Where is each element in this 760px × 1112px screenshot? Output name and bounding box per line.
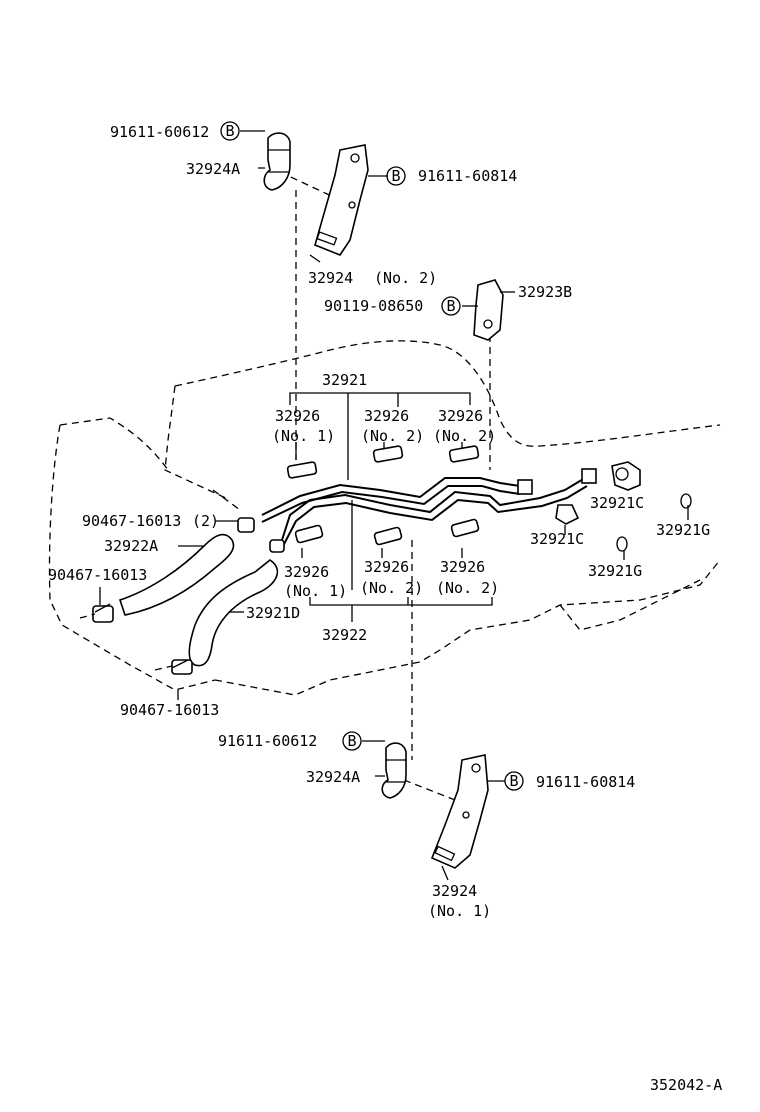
label-32926-c-sub: (No. 2) — [433, 427, 496, 445]
label-32923B: 32923B — [518, 283, 572, 301]
oil-cooler-tubes — [261, 468, 597, 549]
label-32926-f-sub: (No. 2) — [436, 579, 499, 597]
bolt-marker-top-left: B — [220, 121, 240, 141]
label-90467-16013-left: 90467-16013 — [48, 566, 147, 584]
label-32926-b: 32926 — [364, 407, 409, 425]
label-32926-d-sub: (No. 1) — [284, 582, 347, 600]
diagram-id: 352042-A — [650, 1076, 722, 1094]
hose-32921D — [154, 559, 279, 675]
bracket-32924-no1 — [430, 754, 489, 869]
label-32924-no2: 32924 — [308, 269, 353, 287]
label-32921C-a: 32921C — [590, 494, 644, 512]
label-32921: 32921 — [322, 371, 367, 389]
bracket-32923B — [473, 279, 504, 341]
label-32926-b-sub: (No. 2) — [361, 427, 424, 445]
label-32922: 32922 — [322, 626, 367, 644]
svg-text:B: B — [225, 122, 234, 140]
label-32924-no2-sub: (No. 2) — [374, 269, 437, 287]
label-32926-c: 32926 — [438, 407, 483, 425]
o-rings-32921G — [616, 493, 692, 552]
label-91611-60612-bottom: 91611-60612 — [218, 732, 317, 750]
label-32924-no1-sub: (No. 1) — [428, 902, 491, 920]
part-labels: 91611-60612 32924A 91611-60814 32924 (No… — [48, 123, 722, 1094]
bolt-marker-bottom-right: B — [504, 771, 524, 791]
hose-clips-90467-16013 — [94, 517, 285, 669]
svg-text:B: B — [347, 732, 356, 750]
label-90467-16013-bottom: 90467-16013 — [120, 701, 219, 719]
label-91611-60814-top: 91611-60814 — [418, 167, 517, 185]
bolt-marker-mid: B — [441, 296, 461, 316]
label-32926-a: 32926 — [275, 407, 320, 425]
cushions-32926-bottom — [294, 518, 480, 546]
svg-text:B: B — [509, 772, 518, 790]
label-32921G-a: 32921G — [656, 521, 710, 539]
leader-lines — [99, 130, 689, 881]
svg-text:B: B — [391, 167, 400, 185]
label-32926-e: 32926 — [364, 558, 409, 576]
label-32926-e-sub: (No. 2) — [360, 579, 423, 597]
label-32926-f: 32926 — [440, 558, 485, 576]
label-32921G-b: 32921G — [588, 562, 642, 580]
bolt-marker-top-right: B — [386, 166, 406, 186]
label-qty-2: (2) — [192, 512, 219, 530]
label-32926-a-sub: (No. 1) — [272, 427, 335, 445]
union-fittings-32921C — [555, 461, 641, 525]
label-32924A-bottom: 32924A — [306, 768, 360, 786]
alignment-lines — [212, 171, 491, 801]
transmission-housing-outline — [48, 340, 721, 696]
label-32924A-top: 32924A — [186, 160, 240, 178]
label-32922A: 32922A — [104, 537, 158, 555]
label-90467-16013-2: 90467-16013 — [82, 512, 181, 530]
label-32921C-b: 32921C — [530, 530, 584, 548]
label-91611-60612-top: 91611-60612 — [110, 123, 209, 141]
label-32921D: 32921D — [246, 604, 300, 622]
cushions-32926-top — [286, 445, 480, 479]
clamp-32924A-top — [263, 132, 291, 191]
label-32924-no1: 32924 — [432, 882, 477, 900]
label-91611-60814-bottom: 91611-60814 — [536, 773, 635, 791]
bolt-marker-bottom-left: B — [342, 731, 362, 751]
bracket-32924-no2 — [314, 144, 369, 256]
clamp-32924A-bottom — [381, 742, 407, 799]
label-32926-d: 32926 — [284, 563, 329, 581]
label-90119-08650: 90119-08650 — [324, 297, 423, 315]
bolt-markers: B B B B B — [220, 121, 524, 791]
svg-text:B: B — [446, 297, 455, 315]
